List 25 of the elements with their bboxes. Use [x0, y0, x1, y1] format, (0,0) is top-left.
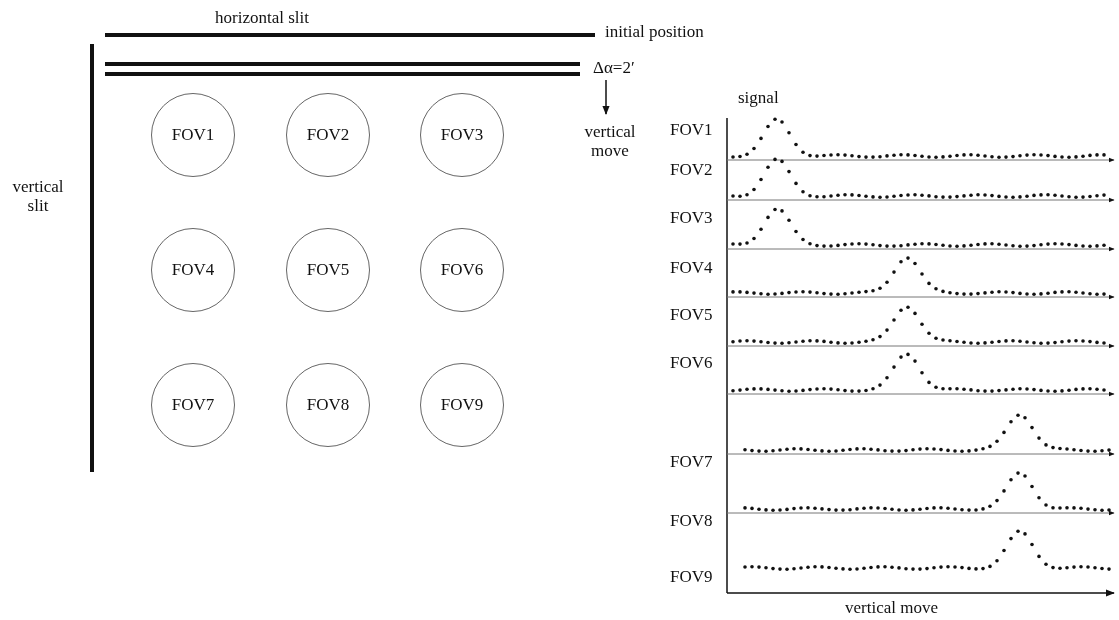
fov-label: FOV6 [440, 260, 484, 280]
trace-label: FOV8 [670, 511, 713, 530]
trace-label: FOV3 [670, 208, 713, 227]
trace-label: FOV5 [670, 305, 713, 324]
direction-label: vertical move [583, 122, 637, 160]
fov-label: FOV7 [171, 395, 215, 415]
fov-label: FOV9 [440, 395, 484, 415]
fov-label: FOV5 [306, 260, 350, 280]
trace-label: FOV9 [670, 567, 713, 586]
position-label: initial position [605, 22, 704, 41]
trace-label: FOV1 [670, 120, 713, 139]
axis-title: signal [738, 88, 779, 107]
fov-label: FOV8 [306, 395, 350, 415]
trace-label: FOV2 [670, 160, 713, 179]
angle-label: Δα=2′ [593, 58, 635, 77]
fov-label: FOV2 [306, 125, 350, 145]
slit-label: vertical slit [11, 177, 65, 215]
trace-label: FOV7 [670, 452, 713, 471]
trace-label: FOV6 [670, 353, 713, 372]
fov-label: FOV4 [171, 260, 215, 280]
fov-label: FOV1 [171, 125, 215, 145]
axis-title: vertical move [845, 598, 938, 617]
trace-label: FOV4 [670, 258, 713, 277]
slit-label: horizontal slit [215, 8, 309, 27]
fov-label: FOV3 [440, 125, 484, 145]
